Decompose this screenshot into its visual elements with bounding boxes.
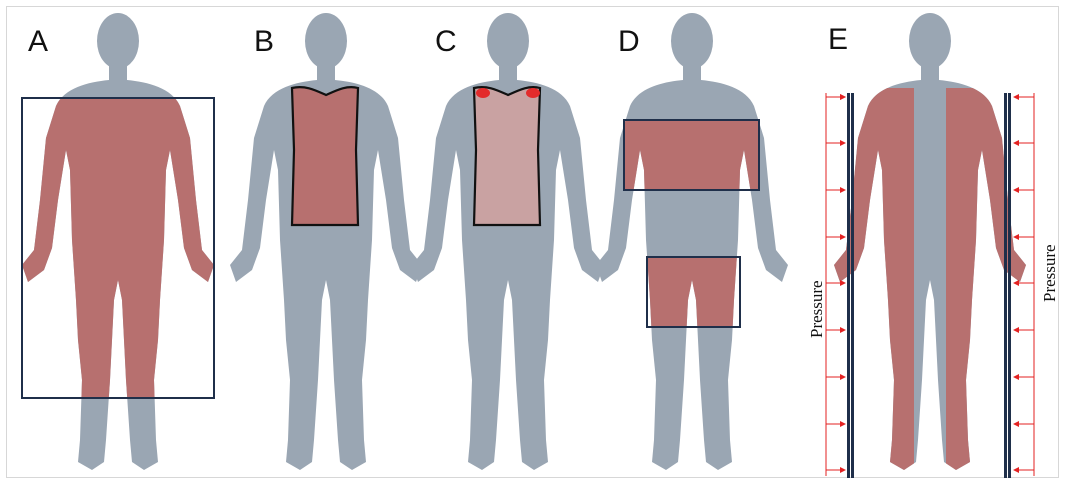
pressure-label-left: Pressure <box>807 280 826 338</box>
panel-label-e: E <box>828 23 848 56</box>
figure-d <box>596 13 788 470</box>
figure-a <box>22 13 214 470</box>
panel-label-d: D <box>618 25 640 58</box>
panel-label-a: A <box>28 25 48 58</box>
contact-point-left <box>476 88 490 98</box>
figure-c <box>412 13 604 470</box>
contact-point-right <box>526 88 540 98</box>
figure-e <box>826 13 1034 478</box>
pressure-plate-right <box>1004 93 1011 478</box>
pressure-arrows-left <box>826 93 845 476</box>
pressure-plate-left <box>847 93 854 478</box>
pressure-label-right: Pressure <box>1040 244 1059 302</box>
vest-c <box>474 87 540 225</box>
panel-label-c: C <box>435 25 457 58</box>
panel-label-b: B <box>254 25 274 58</box>
vest-b <box>292 87 358 225</box>
figure-b <box>230 13 422 470</box>
